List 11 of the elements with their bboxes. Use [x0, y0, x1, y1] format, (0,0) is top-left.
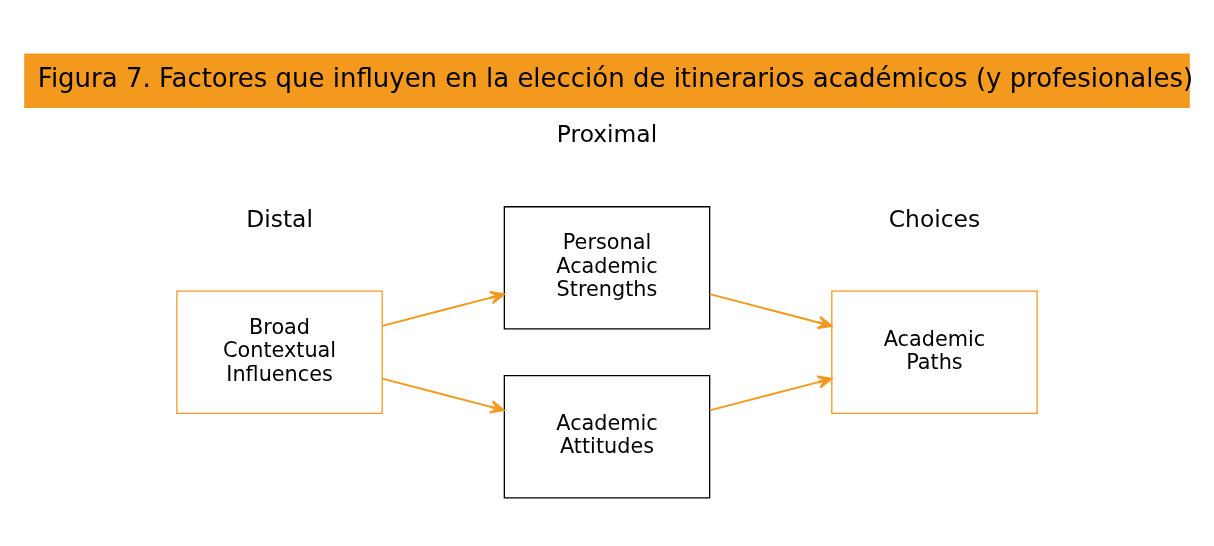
arrow [708, 293, 833, 330]
node-box: Academic Paths [831, 290, 1038, 414]
node-box: Academic Attitudes [503, 375, 711, 499]
label: Distal [246, 204, 313, 233]
arrow [381, 290, 505, 327]
label: Choices [888, 204, 981, 233]
node-box: Broad Contextual Influences [176, 290, 383, 414]
arrow [708, 375, 833, 412]
node-box: Personal Academic Strengths [503, 206, 711, 330]
label: Proximal [556, 120, 658, 149]
arrow [381, 377, 505, 414]
